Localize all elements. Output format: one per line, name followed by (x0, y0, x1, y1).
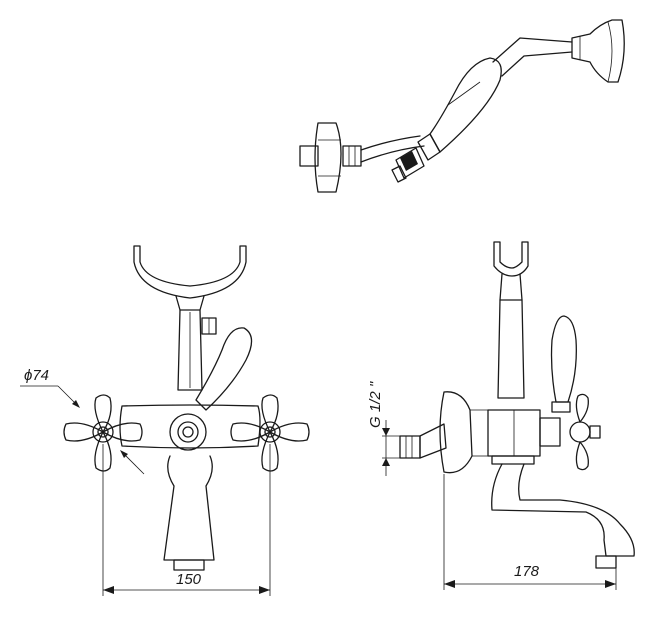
shower-hose (360, 135, 425, 163)
shower-handle (429, 57, 502, 153)
diameter-dimension: ϕ74 (20, 367, 145, 475)
front-column (177, 309, 203, 391)
shower-head (571, 19, 625, 83)
hand-shower-view (299, 19, 625, 193)
diameter-label: ϕ74 (24, 367, 49, 384)
center-nut (169, 413, 207, 451)
side-cross-handle (539, 393, 601, 471)
right-cross-handle (230, 394, 310, 472)
shower-outlet-nut (342, 145, 362, 167)
side-cradle (493, 241, 529, 277)
shower-wall-flange (314, 122, 342, 193)
side-lever (550, 315, 577, 403)
hose-connector (391, 147, 425, 183)
side-spout (491, 463, 635, 557)
side-column (497, 299, 525, 399)
front-view: ϕ74 150 (20, 245, 310, 596)
diverter-lever (195, 327, 253, 411)
side-depth-dimension: 178 (443, 474, 617, 590)
thread-dimension: G 1/2 " (367, 381, 400, 476)
shower-cradle (133, 245, 247, 299)
side-depth-label: 178 (514, 563, 540, 580)
front-body (119, 404, 261, 449)
side-wall-flange (439, 391, 473, 474)
front-width-dimension: 150 (102, 444, 271, 596)
side-view: G 1/2 " 178 (367, 241, 635, 590)
front-spout (163, 455, 215, 561)
thread-label: G 1/2 " (367, 381, 384, 428)
front-width-label: 150 (176, 571, 202, 588)
left-cross-handle (63, 394, 143, 472)
shower-wall-nipple (299, 145, 319, 167)
side-inlet (419, 423, 447, 459)
